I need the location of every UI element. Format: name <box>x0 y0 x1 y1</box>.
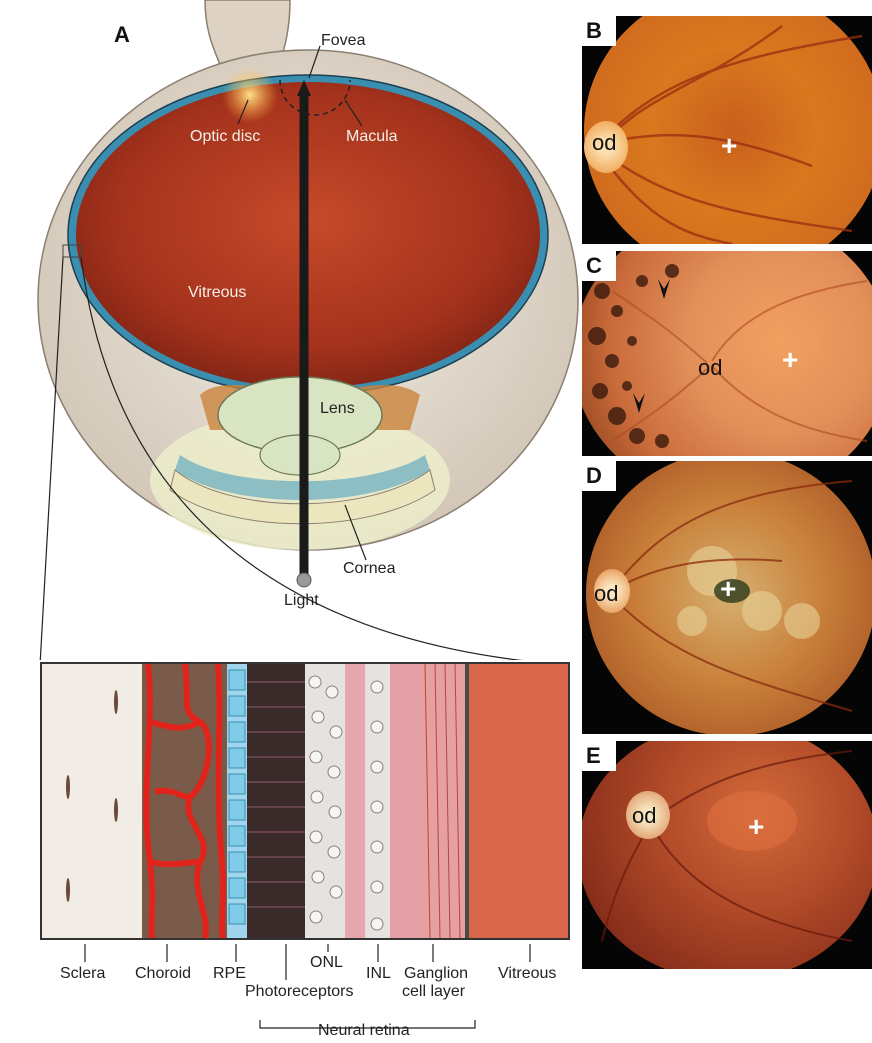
layer-label-vitreous: Vitreous <box>498 965 556 983</box>
fundus-c-fovea-mark: + <box>782 346 798 374</box>
layer-label-onl: ONL <box>310 954 343 972</box>
gcl-layer <box>420 664 465 938</box>
light-source-dot <box>297 573 311 587</box>
fundus-panel-d: od + D <box>582 461 872 734</box>
vitreous-layer <box>469 664 568 938</box>
fundus-c-arrowhead-1 <box>658 279 670 299</box>
rpe-layer <box>227 664 247 938</box>
layer-label-photoreceptors: Photoreceptors <box>245 983 354 1001</box>
fundus-b-od-label: od <box>592 130 616 156</box>
fundus-panel-e: od + E <box>582 741 872 969</box>
layer-label-rpe: RPE <box>213 965 246 983</box>
light-label: Light <box>284 592 319 610</box>
fundus-panel-c: od + C <box>582 251 872 456</box>
inner-limiting-membrane <box>465 664 469 938</box>
fundus-c-od-label: od <box>698 355 722 381</box>
fundus-d-tab: D <box>582 461 616 491</box>
fundus-c-tab: C <box>582 251 616 281</box>
fundus-e-letter: E <box>586 743 601 769</box>
fundus-e-vessels <box>582 741 872 969</box>
fundus-e-od-label: od <box>632 803 656 829</box>
macula-label: Macula <box>346 128 398 146</box>
layer-label-sclera: Sclera <box>60 965 105 983</box>
fundus-b-letter: B <box>586 18 602 44</box>
fundus-e-fovea-mark: + <box>748 813 764 841</box>
cornea-label: Cornea <box>343 560 395 578</box>
sclera-layer <box>42 664 142 938</box>
retina-section <box>40 662 570 944</box>
fundus-d-letter: D <box>586 463 602 489</box>
fundus-e-tab: E <box>582 741 616 771</box>
neural-retina-label: Neural retina <box>318 1022 410 1040</box>
fundus-c-letter: C <box>586 253 602 279</box>
layer-label-inl: INL <box>366 965 391 983</box>
lens-label: Lens <box>320 400 355 418</box>
optic-disc-glow <box>222 67 278 123</box>
fundus-c-pigment <box>582 251 872 456</box>
fundus-b-fovea-mark: + <box>721 132 737 160</box>
eye-diagram <box>0 0 580 660</box>
layer-label-ganglion-line1: Ganglion <box>404 965 468 983</box>
opl-layer <box>345 664 365 938</box>
fundus-d-od-label: od <box>594 581 618 607</box>
fundus-d-fovea-mark: + <box>720 575 736 603</box>
fundus-c-arrowhead-2 <box>633 393 645 413</box>
fundus-panel-b: od + B <box>582 16 872 244</box>
fundus-b-tab: B <box>582 16 616 46</box>
optic-disc-label: Optic disc <box>190 128 260 146</box>
layer-label-choroid: Choroid <box>135 965 191 983</box>
vitreous-label: Vitreous <box>188 284 246 302</box>
fovea-label: Fovea <box>321 32 365 50</box>
layer-label-ganglion-line2: cell layer <box>402 983 465 1001</box>
photoreceptor-layer <box>247 664 305 938</box>
ipl-layer <box>390 664 420 938</box>
